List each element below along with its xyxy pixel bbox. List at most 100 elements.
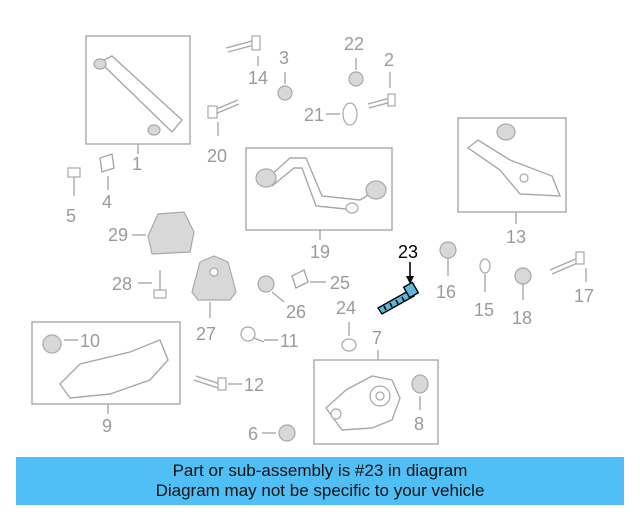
- part-1-group[interactable]: 1: [85, 35, 191, 174]
- label-7: 7: [372, 328, 382, 348]
- label-24: 24: [336, 298, 356, 318]
- part-28-bolt-head: [153, 289, 167, 299]
- part-14-group[interactable]: 14: [225, 35, 268, 88]
- part-29-group[interactable]: 29: [108, 211, 195, 255]
- label-25: 25: [330, 273, 350, 293]
- part-13-group[interactable]: 13: [457, 117, 567, 247]
- part-26-group[interactable]: 26: [257, 275, 306, 322]
- label-6: 6: [248, 424, 258, 444]
- part-15-group[interactable]: 15: [474, 258, 494, 320]
- part-20-bolt-head: [207, 105, 218, 119]
- label-23: 23: [398, 242, 418, 262]
- part-9-arm: [59, 339, 169, 399]
- part-2-bolt-head: [387, 93, 396, 107]
- part-17-group[interactable]: 17: [549, 251, 594, 306]
- part-14-bolt-head: [251, 35, 261, 51]
- part-1-box: [85, 35, 191, 145]
- part-1-link-arm: [98, 55, 183, 134]
- label-2: 2: [384, 50, 394, 70]
- part-11-bolt-shank: [253, 337, 265, 343]
- part-21-washer: [342, 102, 358, 126]
- part-19-bushing-left: [255, 168, 277, 188]
- part-20-group[interactable]: 20: [207, 99, 240, 166]
- label-10: 10: [80, 331, 100, 351]
- part-25-clip: [291, 269, 309, 289]
- label-20: 20: [207, 146, 227, 166]
- label-8: 8: [414, 414, 424, 434]
- part-16-group[interactable]: 16: [436, 241, 457, 302]
- part-17-bolt: [549, 257, 581, 275]
- part-24-washer: [341, 338, 357, 352]
- part-9-bushing: [42, 334, 62, 354]
- label-5: 5: [66, 206, 76, 226]
- label-12: 12: [244, 375, 264, 395]
- label-13: 13: [506, 227, 526, 247]
- part-4-group[interactable]: 4: [99, 153, 115, 212]
- part-23-group[interactable]: 23: [376, 242, 420, 315]
- part-13-arm: [466, 139, 562, 197]
- part-7-knuckle: [325, 375, 401, 431]
- part-12-group[interactable]: 12: [193, 375, 264, 395]
- part-24-group[interactable]: 24: [336, 298, 357, 352]
- part-11-bolt-head: [240, 326, 256, 342]
- part-13-bushing: [496, 123, 516, 141]
- part-4-clip: [99, 153, 115, 173]
- part-28-group[interactable]: 28: [112, 270, 167, 299]
- part-7-group[interactable]: 7: [313, 328, 439, 445]
- part-19-group[interactable]: 19: [245, 147, 393, 262]
- part-22-group[interactable]: 22: [344, 34, 364, 87]
- part-18-group[interactable]: 18: [512, 267, 532, 328]
- part-17-bolt-head: [575, 251, 585, 265]
- label-29: 29: [108, 225, 128, 245]
- part-13-box: [457, 117, 567, 213]
- part-20-bolt: [213, 99, 240, 115]
- label-17: 17: [574, 286, 594, 306]
- part-6-nut: [278, 424, 296, 442]
- part-5-bolt-head: [67, 167, 81, 178]
- part-8-group[interactable]: 8: [411, 374, 429, 434]
- part-21-group[interactable]: 21: [304, 102, 358, 126]
- part-11-group[interactable]: 11: [240, 326, 299, 351]
- label-18: 18: [512, 308, 532, 328]
- part-19-arm: [269, 157, 377, 201]
- part-5-group[interactable]: 5: [66, 167, 81, 226]
- part-7-box: [313, 359, 439, 445]
- part-10-group[interactable]: 10: [64, 331, 100, 351]
- label-15: 15: [474, 300, 494, 320]
- part-27-bracket: [191, 255, 237, 301]
- part-12-bolt-head: [217, 377, 227, 391]
- part-19-bushing-right: [365, 180, 387, 200]
- label-9: 9: [102, 416, 112, 436]
- part-29-mount: [147, 211, 195, 255]
- part-22-nut: [348, 71, 364, 87]
- label-22: 22: [344, 34, 364, 54]
- label-19: 19: [310, 242, 330, 262]
- label-16: 16: [436, 282, 456, 302]
- part-19-box: [245, 147, 393, 231]
- part-2-bolt: [367, 97, 392, 109]
- banner-line-2: Diagram may not be specific to your vehi…: [155, 481, 485, 500]
- part-25-group[interactable]: 25: [291, 269, 350, 293]
- banner-line-1: Part or sub-assembly is #23 in diagram: [172, 461, 468, 480]
- label-11: 11: [280, 331, 299, 351]
- part-6-group[interactable]: 6: [248, 424, 296, 444]
- info-banner: Part or sub-assembly is #23 in diagram D…: [16, 457, 624, 505]
- part-3-nut: [277, 85, 293, 101]
- label-1: 1: [132, 154, 142, 174]
- label-14: 14: [248, 68, 268, 88]
- part-8-bushing: [411, 374, 429, 394]
- label-26: 26: [286, 302, 306, 322]
- label-4: 4: [102, 192, 112, 212]
- label-3: 3: [279, 48, 289, 68]
- label-28: 28: [112, 274, 132, 294]
- part-26-nut: [257, 275, 275, 293]
- part-1-bushing-top: [93, 58, 107, 70]
- part-18-nut: [514, 267, 532, 285]
- part-27-group[interactable]: 27: [191, 255, 237, 344]
- part-12-bolt: [193, 375, 221, 389]
- part-2-group[interactable]: 2: [367, 50, 396, 109]
- part-9-group[interactable]: 9: [31, 321, 181, 436]
- part-3-group[interactable]: 3: [277, 48, 293, 101]
- part-23-bolt-head: [402, 281, 420, 299]
